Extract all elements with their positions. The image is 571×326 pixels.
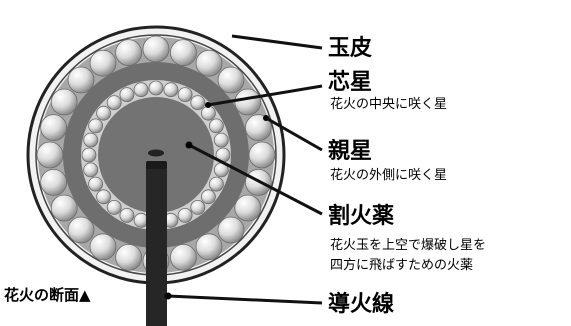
leader-burst-charge	[188, 143, 323, 216]
core-star	[208, 118, 224, 134]
parent-star	[234, 88, 262, 116]
parent-star	[40, 168, 67, 196]
core-star	[106, 199, 122, 215]
fuse-tip	[148, 149, 164, 157]
parent-star	[67, 216, 95, 244]
parent-star	[40, 114, 67, 141]
core-star	[119, 207, 135, 223]
core-star	[148, 80, 164, 96]
core-star	[133, 82, 149, 98]
parent-star	[234, 194, 262, 222]
label-fuse: 導火線	[328, 292, 395, 317]
label-parent-star: 親星	[328, 139, 373, 164]
parent-star	[89, 49, 117, 77]
core-star	[96, 189, 111, 205]
desc-burst-charge-line1: 花火玉を上空で爆破し星を	[330, 238, 487, 253]
parent-star	[89, 233, 117, 261]
parent-stars	[36, 35, 276, 275]
desc-burst-charge-line2: 四方に飛ばすための火薬	[330, 258, 474, 273]
label-shell: 玉皮	[328, 36, 373, 61]
core-star	[190, 95, 206, 110]
parent-star	[115, 243, 143, 271]
core-star	[83, 132, 99, 148]
core-star	[81, 147, 97, 163]
label-core-star: 芯星	[328, 70, 373, 95]
parent-star	[195, 49, 223, 77]
leader-core-star	[207, 84, 323, 107]
leader-shell	[231, 34, 323, 50]
parent-star	[248, 141, 276, 169]
core-star	[213, 132, 229, 148]
core-star	[88, 118, 103, 134]
core-star	[96, 105, 111, 121]
parent-star	[50, 194, 78, 222]
fuse-cap	[146, 161, 167, 169]
core-star	[119, 87, 135, 102]
leader-dot-fuse	[164, 292, 172, 300]
parent-star	[115, 39, 143, 66]
leader-fuse	[167, 294, 323, 305]
desc-parent-star: 花火の外側に咲く星	[330, 168, 448, 183]
core-star	[200, 189, 216, 205]
parent-star	[217, 216, 245, 244]
core-star	[177, 207, 193, 223]
diagram-title: 花火の断面▲	[4, 286, 91, 304]
leader-parent-star	[265, 116, 323, 152]
fuse	[146, 165, 167, 326]
leader-dot-core	[205, 102, 211, 108]
parent-star	[217, 66, 245, 94]
leader-dot-parent	[263, 115, 269, 121]
parent-star	[142, 35, 170, 63]
parent-star	[67, 66, 95, 94]
core-star	[88, 176, 103, 192]
desc-core-star: 花火の中央に咲く星	[330, 97, 448, 112]
parent-star	[244, 114, 272, 141]
parent-star	[169, 39, 197, 66]
core-star	[177, 87, 193, 102]
parent-star	[195, 233, 223, 261]
parent-star	[36, 141, 64, 169]
parent-star	[169, 243, 197, 271]
leader-dot-burst	[185, 141, 193, 149]
core-star	[163, 82, 179, 98]
core-star	[200, 105, 216, 121]
core-star	[208, 176, 224, 192]
label-burst-charge: 割火薬	[328, 204, 395, 229]
parent-star	[50, 88, 78, 116]
core-star	[190, 199, 206, 215]
core-stars	[81, 80, 231, 230]
core-star	[83, 162, 99, 178]
core-star	[106, 95, 122, 110]
